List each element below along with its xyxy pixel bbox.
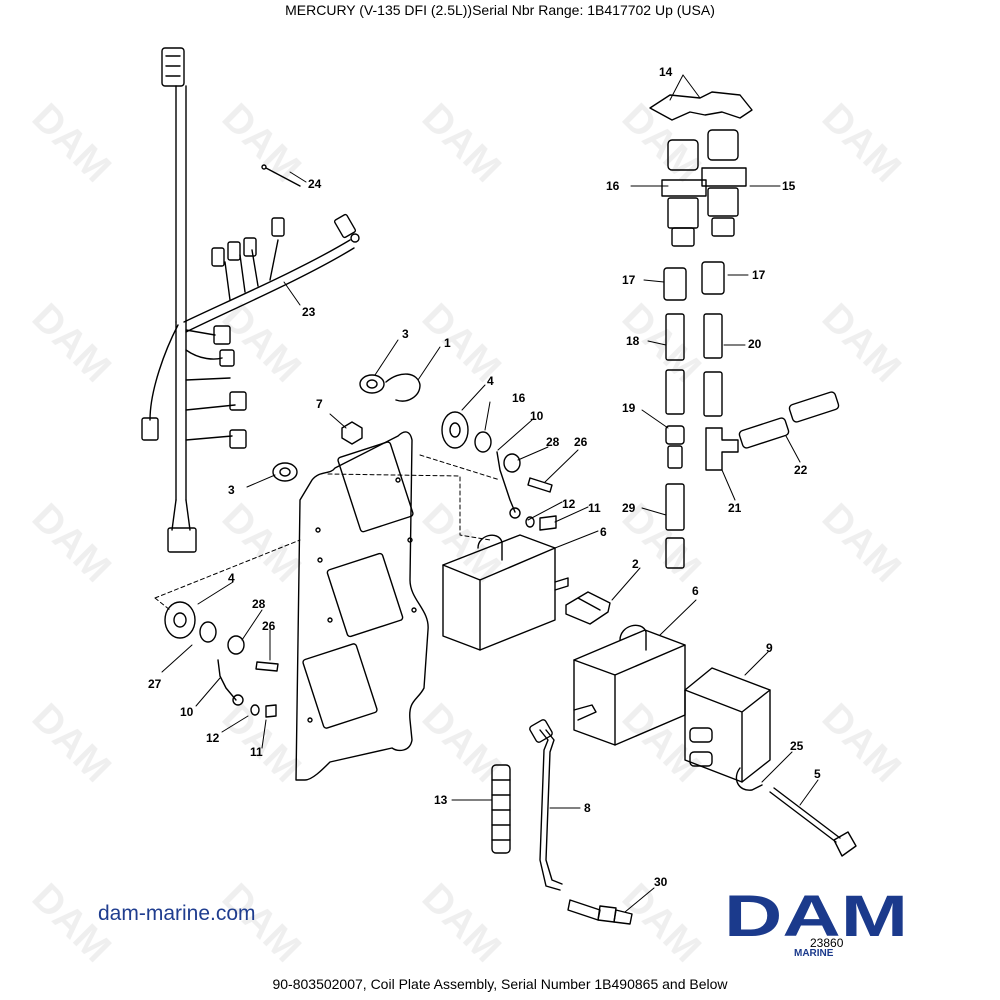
- cable-clamp: [735, 767, 763, 791]
- wiring-harness: [141, 47, 360, 553]
- watermark: DAM: [414, 495, 510, 591]
- watermark: DAM: [414, 875, 510, 971]
- callout-label: 10: [530, 409, 544, 423]
- callout-label: 10: [180, 705, 194, 719]
- coil-bracket: [565, 591, 611, 625]
- callout-label: 11: [250, 745, 263, 759]
- watermark: DAM: [214, 295, 310, 391]
- callout-label: 28: [252, 597, 266, 611]
- callout-label: 8: [584, 801, 591, 815]
- callout-label: 23: [302, 305, 316, 319]
- sensor-clip: [649, 91, 753, 121]
- watermark-layer: DAM DAM DAM DAM DAM DAM DAM DAM DAM DAM …: [24, 95, 910, 971]
- callout-label: 1: [444, 336, 451, 350]
- leader-lines: [161, 74, 819, 913]
- callout-label: 16: [512, 391, 526, 405]
- diagram-caption: 90-803502007, Coil Plate Assembly, Seria…: [272, 976, 728, 992]
- boot-sleeve: [491, 764, 511, 854]
- callout-label: 16: [606, 179, 620, 193]
- callout-label: 29: [622, 501, 636, 515]
- ignition-coil-upper: [442, 534, 569, 651]
- watermark: DAM: [814, 95, 910, 191]
- callout-label: 12: [206, 731, 220, 745]
- site-link[interactable]: dam-marine.com: [98, 902, 256, 925]
- callout-label: 3: [402, 327, 409, 341]
- watermark: DAM: [24, 695, 120, 791]
- hardware-parts: [164, 374, 557, 718]
- callout-label: 19: [622, 401, 636, 415]
- callout-label: 17: [622, 273, 636, 287]
- callout-label: 24: [308, 177, 322, 191]
- callout-label: 28: [546, 435, 560, 449]
- logo-wordmark: DAM: [724, 888, 908, 949]
- watermark: DAM: [614, 875, 710, 971]
- callout-label: 3: [228, 483, 235, 497]
- diagram-title: MERCURY (V-135 DFI (2.5L))Serial Nbr Ran…: [285, 2, 715, 18]
- watermark: DAM: [814, 495, 910, 591]
- watermark: DAM: [24, 295, 120, 391]
- callout-label: 11: [588, 501, 601, 515]
- callout-label: 17: [752, 268, 766, 282]
- callout-label: 21: [728, 501, 742, 515]
- callout-label: 4: [487, 374, 494, 388]
- mounting-bolt: [769, 787, 857, 857]
- hose-fittings: [663, 261, 840, 569]
- watermark: DAM: [24, 495, 120, 591]
- logo-subtext: MARINE: [794, 948, 834, 958]
- callout-label: 18: [626, 334, 640, 348]
- dam-marine-logo: DAM MARINE: [724, 888, 908, 958]
- watermark: DAM: [414, 695, 510, 791]
- watermark: DAM: [814, 695, 910, 791]
- watermark: DAM: [214, 695, 310, 791]
- watermark: DAM: [414, 95, 510, 191]
- callout-label: 5: [814, 767, 821, 781]
- watermark: DAM: [814, 295, 910, 391]
- figure-number: 23860: [810, 936, 844, 950]
- callout-label: 26: [574, 435, 588, 449]
- watermark: DAM: [614, 95, 710, 191]
- callout-label: 20: [748, 337, 762, 351]
- callout-label: 22: [794, 463, 808, 477]
- pressure-sensor-left: [661, 139, 707, 247]
- watermark: DAM: [414, 295, 510, 391]
- callout-label: 15: [782, 179, 796, 193]
- callout-label: 7: [316, 397, 323, 411]
- callout-label: 27: [148, 677, 162, 691]
- pressure-sensor-right: [701, 129, 747, 237]
- callout-label: 30: [654, 875, 668, 889]
- control-module: [684, 667, 771, 783]
- callout-label: 14: [659, 65, 673, 79]
- callout-label: 9: [766, 641, 773, 655]
- guide-lines: [154, 454, 501, 611]
- callout-label: 13: [434, 793, 448, 807]
- watermark: DAM: [614, 695, 710, 791]
- spark-plug: [567, 899, 633, 925]
- watermark: DAM: [214, 95, 310, 191]
- callout-label: 25: [790, 739, 804, 753]
- callouts: 14 16 15 17 17 18 20 19 21 22 29 1 3 3 4…: [148, 65, 821, 889]
- callout-label: 6: [600, 525, 607, 539]
- watermark: DAM: [24, 95, 120, 191]
- callout-label: 26: [262, 619, 276, 633]
- callout-label: 2: [632, 557, 639, 571]
- spark-plug-lead: [529, 719, 563, 891]
- coil-plate: [295, 373, 429, 781]
- callout-label: 4: [228, 571, 235, 585]
- callout-label: 12: [562, 497, 576, 511]
- callout-label: 6: [692, 584, 699, 598]
